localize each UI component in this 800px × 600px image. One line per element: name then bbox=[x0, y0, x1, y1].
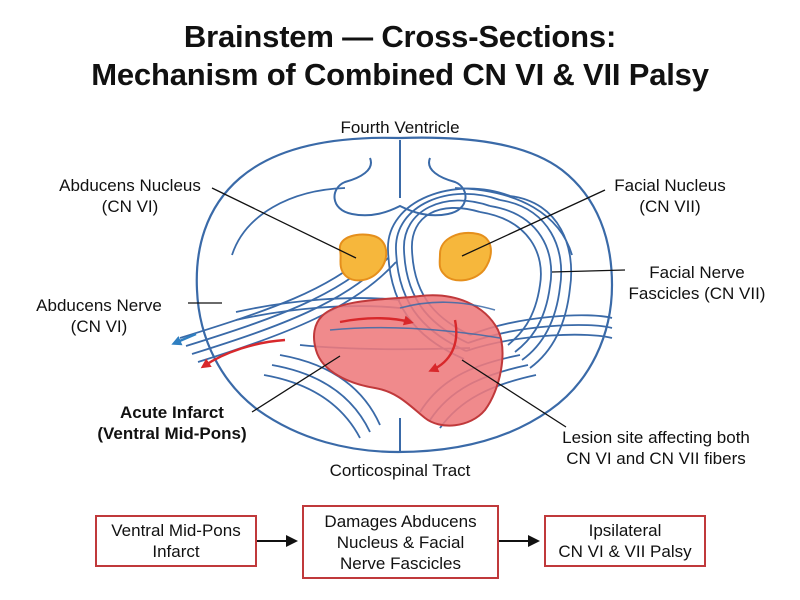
infarct-arrow-down bbox=[428, 319, 458, 373]
abducens-nucleus bbox=[338, 233, 388, 282]
label-facial-nerve-fascicles-line1: Facial Nerve bbox=[649, 263, 745, 282]
diagram-title: Brainstem — Cross-Sections: Mechanism of… bbox=[0, 18, 800, 94]
fourth-ventricle-shape bbox=[333, 157, 467, 217]
pons-outline bbox=[195, 136, 614, 454]
label-abducens-nerve: Abducens Nerve (CN VI) bbox=[14, 295, 184, 337]
label-abducens-nucleus-line2: (CN VI) bbox=[101, 197, 159, 216]
label-abducens-nerve-line2: (CN VI) bbox=[70, 317, 128, 336]
flow-box-damage-text: Damages Abducens Nucleus & Facial Nerve … bbox=[324, 511, 477, 573]
flow-box-infarct: Ventral Mid-Pons Infarct bbox=[95, 515, 257, 567]
flow-box-palsy: Ipsilateral CN VI & VII Palsy bbox=[544, 515, 706, 567]
abducens-exit-arrow bbox=[171, 332, 197, 346]
fibers-through-infarct bbox=[329, 301, 501, 339]
label-facial-nerve-fascicles: Facial Nerve Fascicles (CN VII) bbox=[612, 262, 782, 304]
title-line-1: Brainstem — Cross-Sections: bbox=[183, 19, 617, 54]
label-abducens-nucleus: Abducens Nucleus (CN VI) bbox=[40, 175, 220, 217]
tegmentum-contour bbox=[231, 187, 346, 256]
label-acute-infarct-line2: (Ventral Mid-Pons) bbox=[97, 424, 247, 443]
label-corticospinal-tract: Corticospinal Tract bbox=[329, 461, 471, 480]
title-line-2: Mechanism of Combined CN VI & VII Palsy bbox=[91, 57, 709, 92]
infarct-arrow-right bbox=[339, 315, 414, 326]
label-facial-nucleus: Facial Nucleus (CN VII) bbox=[580, 175, 760, 217]
label-acute-infarct-line1: Acute Infarct bbox=[120, 403, 224, 422]
label-facial-nerve-fascicles-line2: Fascicles (CN VII) bbox=[628, 284, 766, 303]
acute-infarct-region bbox=[313, 294, 504, 427]
label-facial-nucleus-line1: Facial Nucleus bbox=[614, 176, 726, 195]
facial-nucleus bbox=[438, 232, 492, 282]
label-acute-infarct: Acute Infarct (Ventral Mid-Pons) bbox=[82, 402, 262, 444]
infarct-arrow-left bbox=[200, 338, 286, 369]
label-lesion-site-line1: Lesion site affecting both bbox=[562, 428, 750, 447]
label-abducens-nucleus-line1: Abducens Nucleus bbox=[59, 176, 201, 195]
label-lesion-site: Lesion site affecting both CN VI and CN … bbox=[536, 427, 776, 469]
label-fourth-ventricle: Fourth Ventricle bbox=[340, 118, 460, 137]
label-abducens-nerve-line1: Abducens Nerve bbox=[36, 296, 162, 315]
label-lesion-site-line2: CN VI and CN VII fibers bbox=[566, 449, 746, 468]
leader-lines bbox=[188, 187, 626, 428]
label-facial-nucleus-line2: (CN VII) bbox=[639, 197, 701, 216]
flow-box-damage: Damages Abducens Nucleus & Facial Nerve … bbox=[302, 505, 499, 579]
flow-box-infarct-text: Ventral Mid-Pons Infarct bbox=[111, 521, 241, 561]
flow-box-palsy-text: Ipsilateral CN VI & VII Palsy bbox=[558, 521, 692, 561]
